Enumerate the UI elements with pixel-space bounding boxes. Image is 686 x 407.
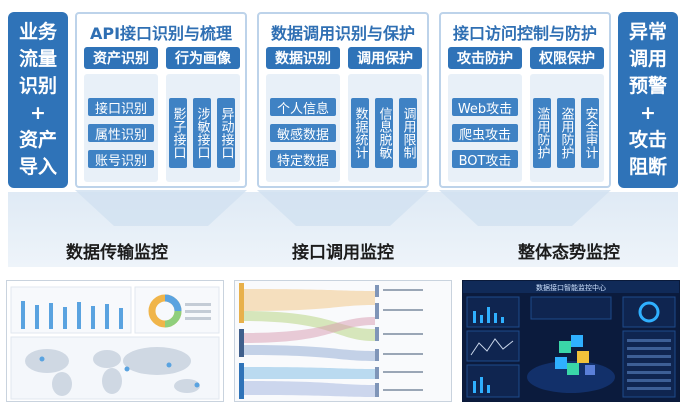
api-identification-panel: API接口识别与梳理 资产识别 行为画像 接口识别 属性识别 账号识别 影子接口…	[75, 12, 247, 188]
attribute-identification-item: 属性识别	[88, 124, 154, 143]
call-protection-header: 调用保护	[348, 47, 422, 69]
permission-protection-header: 权限保护	[530, 47, 604, 69]
behavior-profile-header: 行为画像	[166, 47, 240, 69]
right-line: 调用	[628, 48, 667, 70]
account-identification-item: 账号识别	[88, 150, 154, 169]
sensitive-interface-item: 涉敏接口	[193, 98, 211, 168]
panel-title: API接口识别与梳理	[89, 24, 233, 43]
right-line: 预警	[628, 75, 667, 97]
interface-call-monitor-label: 接口调用监控	[292, 243, 394, 263]
alert-block: 异常 调用 预警 + 攻击 阻断	[618, 12, 678, 188]
call-limit-item: 调用限制	[399, 98, 417, 168]
right-line: 阻断	[628, 156, 667, 178]
dashboard-title: 数据接口智能监控中心	[536, 283, 606, 292]
right-line: 攻击	[628, 129, 667, 151]
sensitive-data-item: 敏感数据	[270, 124, 336, 143]
left-line: 流量	[18, 48, 57, 70]
data-statistics-item: 数据统计	[351, 98, 369, 168]
right-line: +	[640, 102, 656, 124]
access-control-panel: 接口访问控制与防护 攻击防护 权限保护 Web攻击 爬虫攻击 BOT攻击 滥用防…	[439, 12, 611, 188]
bot-attack-item: BOT攻击	[452, 150, 518, 169]
personal-info-item: 个人信息	[270, 98, 336, 117]
dashboard-thumbnail-image	[7, 281, 223, 401]
crawler-attack-item: 爬虫攻击	[452, 124, 518, 143]
specific-data-item: 特定数据	[270, 150, 336, 169]
funnel-connectors	[75, 190, 611, 226]
left-line: +	[30, 102, 46, 124]
attack-protection-header: 攻击防护	[448, 47, 522, 69]
left-line: 业务	[18, 21, 57, 43]
info-masking-item: 信息脱敏	[375, 98, 393, 168]
web-attack-item: Web攻击	[452, 98, 518, 117]
data-transmission-dashboard-thumbnail	[6, 280, 224, 402]
interface-call-sankey-thumbnail	[234, 280, 452, 402]
left-line: 导入	[18, 156, 57, 178]
overall-situation-dashboard-thumbnail: 数据接口智能监控中心	[462, 280, 680, 402]
interface-identification-item: 接口识别	[88, 98, 154, 117]
sankey-thumbnail-image	[235, 281, 451, 401]
theft-protection-item: 盗用防护	[557, 98, 575, 168]
data-transmission-monitor-label: 数据传输监控	[66, 243, 168, 263]
panel-title: 数据调用识别与保护	[270, 24, 415, 43]
abnormal-interface-item: 异动接口	[217, 98, 235, 168]
traffic-identification-block: 业务 流量 识别 + 资产 导入	[8, 12, 68, 188]
data-identification-header: 数据识别	[266, 47, 340, 69]
dark-dashboard-image: 数据接口智能监控中心	[463, 281, 679, 401]
overall-situation-monitor-label: 整体态势监控	[518, 243, 620, 263]
asset-identification-header: 资产识别	[84, 47, 158, 69]
left-line: 识别	[18, 75, 57, 97]
security-audit-item: 安全审计	[581, 98, 599, 168]
shadow-interface-item: 影子接口	[169, 98, 187, 168]
right-line: 异常	[628, 21, 667, 43]
left-line: 资产	[18, 129, 57, 151]
panel-title: 接口访问控制与防护	[452, 24, 597, 43]
data-call-panel: 数据调用识别与保护 数据识别 调用保护 个人信息 敏感数据 特定数据 数据统计 …	[257, 12, 429, 188]
abuse-protection-item: 滥用防护	[533, 98, 551, 168]
